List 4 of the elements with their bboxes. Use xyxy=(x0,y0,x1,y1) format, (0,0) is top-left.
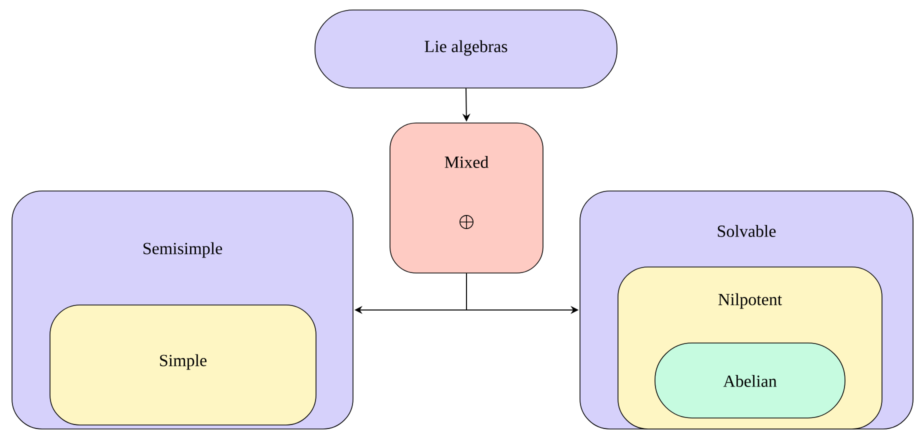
category-box: Abelian xyxy=(654,342,846,418)
category-box: Simple xyxy=(50,304,316,426)
category-box: Lie algebras xyxy=(314,10,618,88)
category-box: Mixed $\bigoplus$ xyxy=(390,122,544,274)
